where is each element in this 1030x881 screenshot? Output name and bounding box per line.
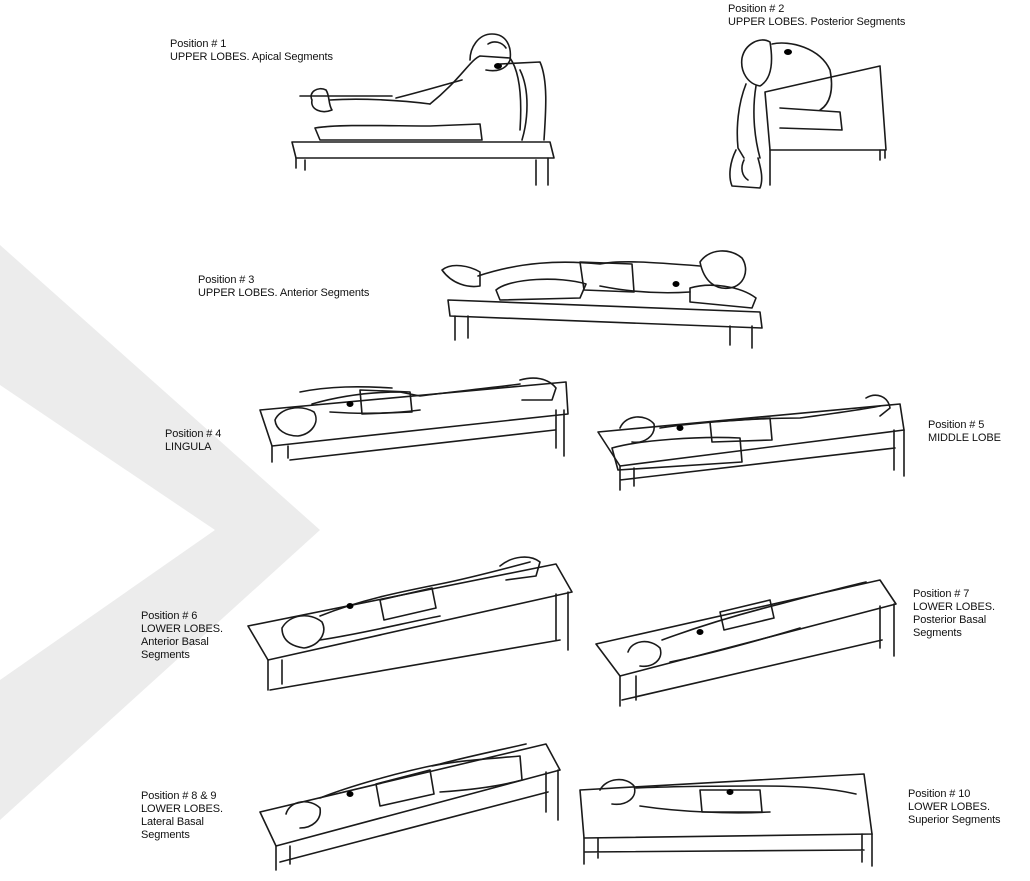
label-position-5: Position # 5 MIDDLE LOBE xyxy=(928,419,1001,445)
label-position-8-9-line-1: LOWER LOBES. xyxy=(141,803,223,816)
label-position-3-line: UPPER LOBES. Anterior Segments xyxy=(198,287,369,300)
target-dot-position-8-9 xyxy=(347,791,354,797)
label-position-6: Position # 6 LOWER LOBES. Anterior Basal… xyxy=(141,610,223,662)
label-position-4-title: Position # 4 xyxy=(165,428,221,441)
label-position-10-line-1: LOWER LOBES. xyxy=(908,801,1000,814)
label-position-10-title: Position # 10 xyxy=(908,788,1000,801)
figure-position-10 xyxy=(580,774,872,866)
figure-position-7 xyxy=(596,580,896,706)
label-position-7-title: Position # 7 xyxy=(913,588,995,601)
label-position-7-line-1: LOWER LOBES. xyxy=(913,601,995,614)
label-position-7-line-2: Posterior Basal xyxy=(913,614,995,627)
target-dot-position-1 xyxy=(494,63,502,69)
label-position-1: Position # 1 UPPER LOBES. Apical Segment… xyxy=(170,38,333,64)
label-position-6-line-3: Segments xyxy=(141,649,223,662)
target-dot-position-3 xyxy=(673,281,680,287)
label-position-8-9-line-3: Segments xyxy=(141,829,223,842)
target-dot-position-6 xyxy=(347,603,354,609)
target-dot-position-4 xyxy=(347,401,354,407)
label-position-8-9-title: Position # 8 & 9 xyxy=(141,790,223,803)
label-position-7-line-3: Segments xyxy=(913,627,995,640)
figure-position-3 xyxy=(442,251,762,348)
label-position-4-line: LINGULA xyxy=(165,441,221,454)
target-dot-position-2 xyxy=(784,49,792,55)
label-position-2-line: UPPER LOBES. Posterior Segments xyxy=(728,16,905,29)
label-position-8-9-line-2: Lateral Basal xyxy=(141,816,223,829)
figure-position-5 xyxy=(598,395,904,490)
figure-position-4 xyxy=(260,378,568,462)
target-dot-position-10 xyxy=(727,789,734,795)
label-position-6-line-1: LOWER LOBES. xyxy=(141,623,223,636)
label-position-3: Position # 3 UPPER LOBES. Anterior Segme… xyxy=(198,274,369,300)
label-position-3-title: Position # 3 xyxy=(198,274,369,287)
label-position-7: Position # 7 LOWER LOBES. Posterior Basa… xyxy=(913,588,995,640)
label-position-4: Position # 4 LINGULA xyxy=(165,428,221,454)
label-position-5-line: MIDDLE LOBE xyxy=(928,432,1001,445)
label-position-5-title: Position # 5 xyxy=(928,419,1001,432)
figure-position-8-9 xyxy=(260,744,560,870)
target-dot-position-7 xyxy=(697,629,704,635)
label-position-2: Position # 2 UPPER LOBES. Posterior Segm… xyxy=(728,3,905,29)
label-position-10-line-2: Superior Segments xyxy=(908,814,1000,827)
label-position-1-line: UPPER LOBES. Apical Segments xyxy=(170,51,333,64)
label-position-1-title: Position # 1 xyxy=(170,38,333,51)
label-position-6-line-2: Anterior Basal xyxy=(141,636,223,649)
target-dot-position-5 xyxy=(677,425,684,431)
label-position-6-title: Position # 6 xyxy=(141,610,223,623)
label-position-8-9: Position # 8 & 9 LOWER LOBES. Lateral Ba… xyxy=(141,790,223,842)
label-position-2-title: Position # 2 xyxy=(728,3,905,16)
figure-position-6 xyxy=(248,557,572,690)
figure-position-2 xyxy=(730,40,886,188)
label-position-10: Position # 10 LOWER LOBES. Superior Segm… xyxy=(908,788,1000,827)
